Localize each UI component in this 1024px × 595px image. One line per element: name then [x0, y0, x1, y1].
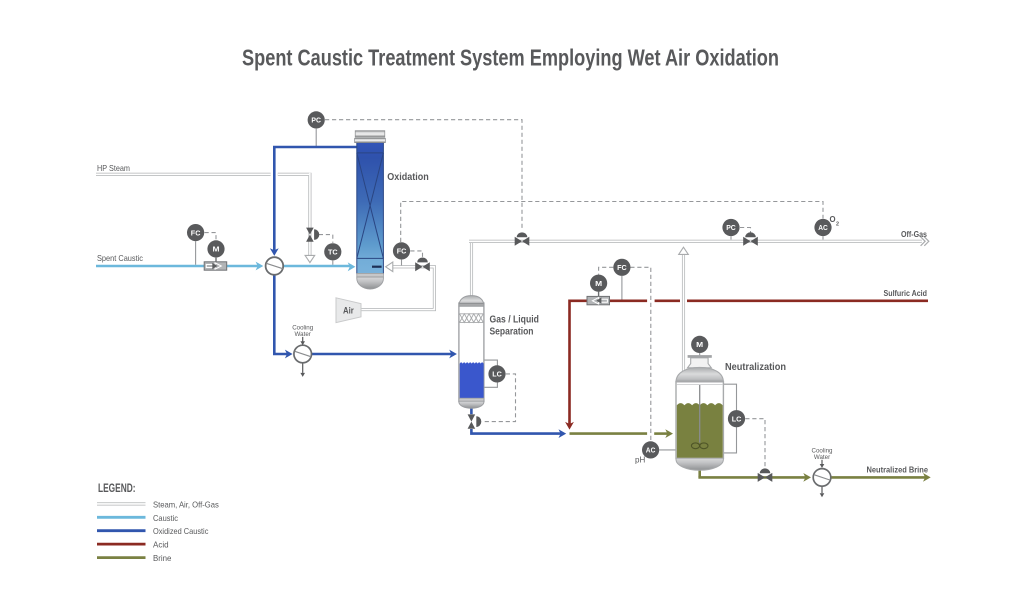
svg-text:Steam, Air, Off-Gas: Steam, Air, Off-Gas — [153, 499, 219, 509]
svg-text:Cooling: Cooling — [292, 324, 314, 331]
svg-text:Spent Caustic Treatment System: Spent Caustic Treatment System Employing… — [242, 45, 779, 71]
svg-text:Oxidized Caustic: Oxidized Caustic — [153, 526, 208, 536]
svg-text:O: O — [830, 215, 836, 224]
svg-text:FC: FC — [397, 247, 407, 256]
svg-text:M: M — [595, 279, 602, 288]
svg-text:Acid: Acid — [153, 540, 169, 550]
svg-text:Brine: Brine — [153, 553, 172, 563]
svg-text:TC: TC — [328, 248, 338, 257]
svg-text:AC: AC — [818, 223, 828, 232]
svg-text:Off-Gas: Off-Gas — [901, 229, 927, 239]
svg-text:Air: Air — [343, 305, 354, 315]
svg-text:FC: FC — [191, 228, 201, 237]
svg-text:pH: pH — [635, 456, 645, 465]
svg-text:2: 2 — [836, 222, 839, 228]
svg-text:Oxidation: Oxidation — [387, 171, 429, 183]
svg-text:Separation: Separation — [490, 325, 534, 337]
svg-text:AC: AC — [646, 446, 656, 455]
svg-text:M: M — [213, 245, 220, 254]
svg-text:LC: LC — [492, 370, 502, 379]
svg-text:Gas / Liquid: Gas / Liquid — [490, 313, 539, 325]
svg-text:PC: PC — [311, 116, 321, 125]
svg-text:Caustic: Caustic — [153, 513, 178, 523]
svg-text:Neutralized Brine: Neutralized Brine — [867, 464, 929, 474]
svg-text:LEGEND:: LEGEND: — [98, 483, 136, 495]
svg-text:M: M — [696, 340, 703, 349]
svg-text:FC: FC — [617, 263, 627, 272]
svg-text:Cooling: Cooling — [812, 447, 834, 454]
svg-text:Sulfuric Acid: Sulfuric Acid — [884, 288, 928, 298]
svg-text:HP Steam: HP Steam — [97, 163, 130, 173]
svg-text:PC: PC — [726, 223, 736, 232]
svg-text:Water: Water — [814, 454, 830, 461]
svg-text:Spent Caustic: Spent Caustic — [97, 253, 143, 263]
svg-text:Water: Water — [295, 331, 311, 338]
svg-text:Neutralization: Neutralization — [725, 361, 786, 373]
svg-text:LC: LC — [732, 414, 742, 423]
